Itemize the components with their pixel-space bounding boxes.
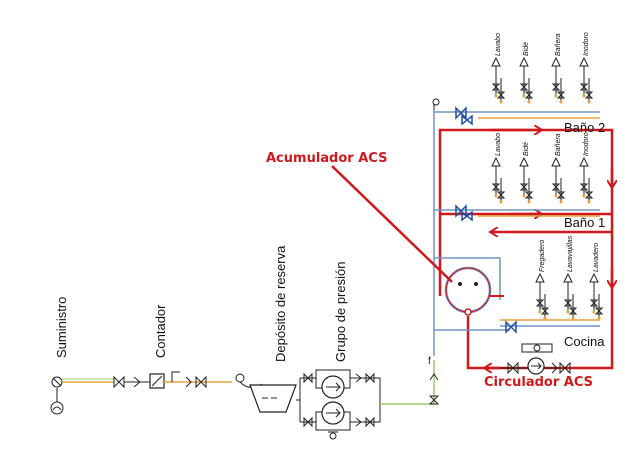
bano-2-branch: Baño 2: [434, 106, 605, 135]
acs-return-loop: [438, 128, 614, 370]
check-valve-2-icon: [185, 376, 192, 388]
fixture-outlet-icon: [551, 156, 561, 167]
circulador-label: Circulador ACS: [484, 375, 593, 390]
fixture-b1-1: Bidé: [519, 142, 534, 204]
fixture-b1-2: Bañera: [551, 133, 566, 204]
fixture-outlet-icon: [579, 156, 589, 167]
fixture-b2-0: Lavabo: [491, 33, 506, 104]
fixture-outlet-icon: [551, 56, 561, 67]
fixture-label: Lavabo: [495, 33, 502, 56]
pressure-group-section: Grupo de presión: [299, 262, 434, 440]
cocina-label: Cocina: [564, 334, 605, 349]
fixture-k-1: Lavavajillas: [563, 235, 578, 320]
bano-2-label: Baño 2: [564, 120, 605, 135]
acumulador-pointer: [331, 165, 453, 283]
fixture-outlet-icon: [589, 272, 599, 283]
contador-label: Contador: [153, 304, 168, 358]
gate-valve-2-icon: [195, 375, 207, 389]
fixture-label: Lavabo: [495, 133, 502, 156]
meter-section: Contador: [113, 304, 232, 389]
fixture-outlet-icon: [579, 56, 589, 67]
fixture-label: Bañera: [555, 33, 562, 56]
check-valve-icon: [133, 376, 141, 388]
fixture-label: Bañera: [555, 133, 562, 156]
fixture-label: Bidé: [523, 42, 530, 56]
fixture-b1-3: Inodoro: [579, 132, 594, 204]
fixture-label: Inodoro: [583, 132, 590, 156]
circulator-section: [500, 343, 571, 375]
cocina-branch: Cocina: [500, 319, 605, 349]
bano-2-valve-icon: [455, 106, 467, 120]
fixture-label: Lavavajillas: [567, 235, 574, 272]
grupo-label: Grupo de presión: [333, 262, 348, 362]
fixture-outlet-icon: [535, 272, 545, 283]
cocina-valve-icon: [505, 320, 517, 334]
fixture-b2-3: Inodoro: [579, 32, 594, 104]
deposito-label: Depósito de reserva: [273, 245, 288, 362]
acumulador-label: Acumulador ACS: [266, 151, 387, 166]
main-riser: f: [428, 98, 440, 405]
acumulador-tank: [434, 257, 510, 331]
fixture-outlet-icon: [491, 156, 501, 167]
reserve-tank-section: Depósito de reserva: [235, 245, 300, 413]
fixture-k-0: Fregadero: [535, 240, 550, 320]
test-tap-icon: [171, 371, 180, 382]
supply-source-icon: [50, 401, 64, 415]
gate-valve-icon: [113, 375, 125, 389]
fixture-label: Bidé: [523, 142, 530, 156]
suministro-label: Suministro: [54, 297, 69, 358]
fixture-outlet-icon: [491, 56, 501, 67]
supply-section: Suministro: [50, 297, 114, 415]
fixture-label: Fregadero: [539, 240, 546, 272]
fixture-outlet-icon: [519, 156, 529, 167]
fixture-label: Lavadero: [593, 243, 600, 272]
fixture-b2-2: Bañera: [551, 33, 566, 104]
fixture-outlet-icon: [563, 272, 573, 283]
svg-text:f: f: [428, 356, 431, 367]
fixture-label: Inodoro: [583, 32, 590, 56]
fixture-b2-1: Bidé: [519, 42, 534, 104]
fixture-b1-0: Lavabo: [491, 133, 506, 204]
fixture-k-2: Lavadero: [589, 243, 604, 320]
float-valve-icon: [235, 373, 245, 383]
bano-1-label: Baño 1: [564, 215, 605, 230]
bano-1-branch: Baño 1: [434, 204, 605, 230]
fixture-outlet-icon: [519, 56, 529, 67]
